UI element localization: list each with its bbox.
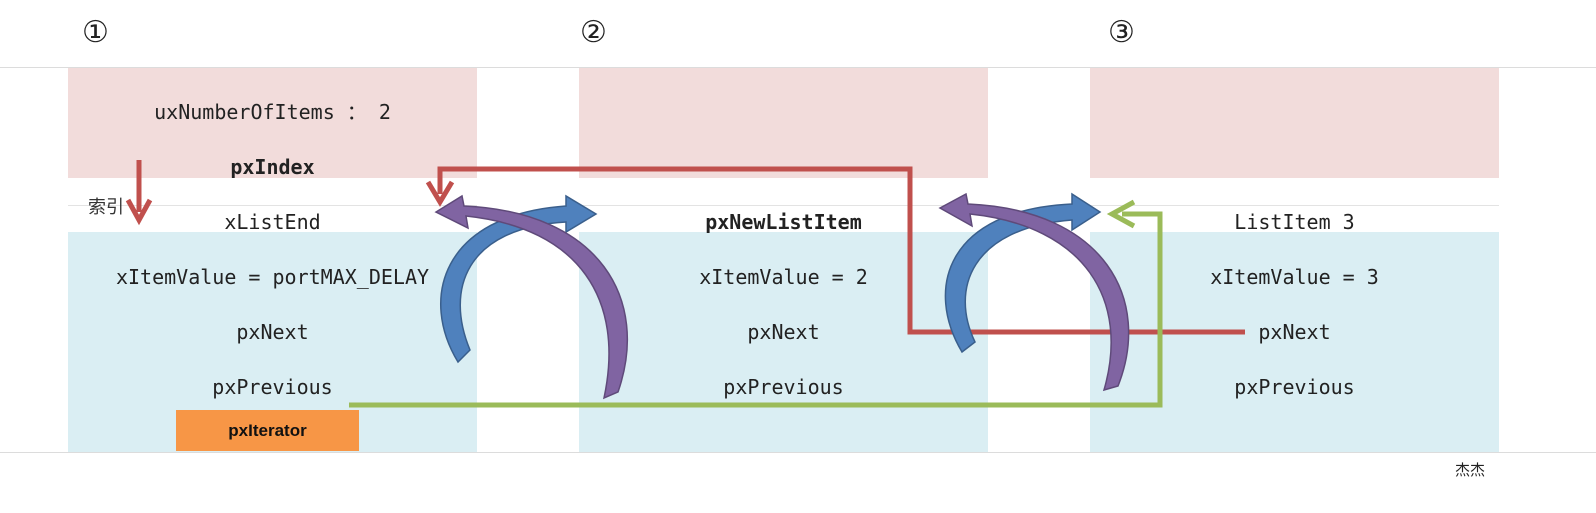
previous-pointer: pxPrevious <box>1234 375 1355 399</box>
header-band <box>1090 68 1499 178</box>
item-value: xItemValue = portMAX_DELAY <box>115 265 430 289</box>
index-arrow <box>125 160 153 226</box>
row-separator <box>579 205 988 206</box>
list-end-node: uxNumberOfItems ： 2 pxIndex xListEnd xIt… <box>68 68 477 452</box>
step-marker-1: ① <box>82 15 109 50</box>
item-value: xItemValue = 3 <box>1210 265 1379 289</box>
new-list-item-node: pxNewListItem xItemValue = 2 pxNext pxPr… <box>579 68 988 452</box>
node-header: pxNewListItem <box>705 210 862 234</box>
purple-curve-arrow-1 <box>434 194 629 400</box>
row-separator <box>68 205 477 206</box>
index-note: 索引 <box>88 197 124 218</box>
body-band <box>579 232 988 452</box>
top-divider <box>0 67 1596 68</box>
header-band <box>579 68 988 178</box>
item-value: xItemValue = 2 <box>699 265 868 289</box>
green-iterator-arrow <box>349 199 1163 408</box>
node-header: xListEnd <box>224 210 321 234</box>
step-marker-3: ③ <box>1108 15 1135 50</box>
row-separator <box>1090 205 1499 206</box>
node-header: ListItem 3 <box>1234 210 1355 234</box>
author-label: 杰杰 <box>1455 461 1486 479</box>
previous-pointer: pxPrevious <box>212 375 333 399</box>
list-header-band <box>68 68 477 178</box>
red-next-arrow <box>425 166 1245 335</box>
next-pointer: pxNext <box>236 320 309 344</box>
number-of-items: uxNumberOfItems ： 2 <box>154 100 391 124</box>
purple-curve-arrow-2 <box>938 192 1130 392</box>
px-iterator-box: pxIterator <box>176 410 359 451</box>
previous-pointer: pxPrevious <box>723 375 844 399</box>
blue-curve-arrow-1 <box>439 194 598 364</box>
px-index: pxIndex <box>230 155 315 179</box>
bottom-divider <box>0 452 1596 453</box>
step-marker-2: ② <box>580 15 607 50</box>
blue-curve-arrow-2 <box>944 192 1102 354</box>
next-pointer: pxNext <box>1258 320 1331 344</box>
next-pointer: pxNext <box>747 320 820 344</box>
